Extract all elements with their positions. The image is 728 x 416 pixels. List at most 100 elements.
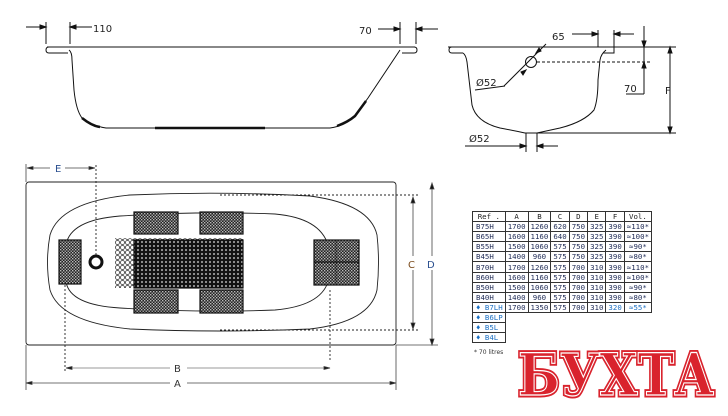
cell-vol: ≈80* <box>623 291 653 303</box>
cell-a: 1600 <box>504 231 529 243</box>
cell-ref: B50H <box>472 281 506 293</box>
cell-c: 575 <box>550 271 570 283</box>
ref-label: B5L <box>484 323 499 333</box>
dim-label-e: E <box>55 164 61 175</box>
drain-diameter-label: Ø52 <box>469 133 490 145</box>
cell-b: 1160 <box>527 271 552 283</box>
cell-f: 320 <box>605 301 625 313</box>
height-f-label: F <box>665 86 671 97</box>
cell-a: 1700 <box>504 301 529 313</box>
table-row-partial: ♦ B4L <box>472 332 652 344</box>
col-header-b: B <box>527 210 552 223</box>
dim-label-a: A <box>174 379 181 390</box>
cell-d: 700 <box>568 281 589 293</box>
left-rim-dim: 110 <box>93 24 112 35</box>
overflow-offset-dim: 65 <box>552 32 565 43</box>
footnote: * 70 litres <box>474 349 504 356</box>
cell-ref: ♦ B7LH <box>472 301 506 313</box>
cell-c: 575 <box>550 261 570 273</box>
dim-label-d: D <box>427 260 435 271</box>
water-drop-icon: ♦ <box>476 302 481 312</box>
overflow-diameter-label: Ø52 <box>476 77 497 89</box>
ref-label: B7LH <box>484 302 503 312</box>
water-drop-icon: ♦ <box>476 323 481 333</box>
cell-vol: ≈90* <box>623 241 653 253</box>
buhta-logo: БУХТА БУХТА <box>516 339 716 406</box>
side-view <box>26 22 438 130</box>
cell-ref: B45H <box>472 251 506 263</box>
cell-vol: ≈100* <box>623 231 653 243</box>
cell-b: 1060 <box>527 281 552 293</box>
cell-a: 1500 <box>504 241 529 253</box>
cell-b: 960 <box>527 251 552 263</box>
cell-a: 1500 <box>504 281 529 293</box>
cell-f: 390 <box>605 221 625 233</box>
cell-e: 325 <box>587 241 607 253</box>
cell-e: 325 <box>587 231 607 243</box>
dim-label-c: C <box>408 260 415 271</box>
cell-e: 310 <box>587 261 607 273</box>
overflow-height-dim: 70 <box>624 84 637 95</box>
cell-ref: ♦ B4L <box>472 332 506 344</box>
cell-e: 310 <box>587 281 607 293</box>
cell-a: 1400 <box>504 251 529 263</box>
cell-vol: ≈80* <box>623 251 653 263</box>
cell-c: 640 <box>550 231 570 243</box>
col-header-c: C <box>550 210 570 223</box>
cell-f: 390 <box>605 241 625 253</box>
cell-ref: B75H <box>472 221 506 233</box>
cell-d: 700 <box>568 261 589 273</box>
cell-b: 1260 <box>527 261 552 273</box>
cell-f: 390 <box>605 281 625 293</box>
cell-b: 1060 <box>527 241 552 253</box>
cell-f: 390 <box>605 271 625 283</box>
col-header-a: A <box>504 210 529 223</box>
water-drop-icon: ♦ <box>476 333 481 343</box>
cell-a: 1600 <box>504 271 529 283</box>
col-header-d: D <box>568 210 589 223</box>
cell-vol: ≈100* <box>623 271 653 283</box>
cell-ref: B65H <box>472 231 506 243</box>
cell-vol: ≈55* <box>623 301 653 313</box>
col-header-ref: Ref . <box>472 210 506 223</box>
cell-f: 390 <box>605 291 625 303</box>
cell-d: 750 <box>568 251 589 263</box>
cell-ref: ♦ B6LP <box>472 311 506 324</box>
cell-d: 750 <box>568 241 589 253</box>
top-view-dimensions <box>25 164 438 390</box>
cell-c: 620 <box>550 221 570 233</box>
logo-text: БУХТА <box>518 341 714 405</box>
cell-f: 390 <box>605 261 625 273</box>
cell-a: 1700 <box>504 261 529 273</box>
top-view <box>25 165 420 372</box>
ref-label: B6LP <box>484 312 503 322</box>
cell-a: 1700 <box>504 221 529 233</box>
col-header-e: E <box>587 210 607 223</box>
cell-d: 700 <box>568 271 589 283</box>
cell-c: 575 <box>550 241 570 253</box>
end-view <box>448 26 676 152</box>
cell-vol: ≈90* <box>623 281 653 293</box>
cell-b: 1350 <box>527 301 552 313</box>
right-rim-dim: 70 <box>359 26 372 37</box>
cell-c: 575 <box>550 301 570 313</box>
logo-text-outline: БУХТА <box>518 341 714 405</box>
cell-f: 390 <box>605 251 625 263</box>
cell-e: 325 <box>587 221 607 233</box>
cell-c: 575 <box>550 281 570 293</box>
dim-label-b: B <box>174 364 181 375</box>
col-header-f: F <box>605 210 625 223</box>
table-row-partial: ♦ B6LP <box>472 311 652 324</box>
cell-e: 325 <box>587 251 607 263</box>
cell-e: 310 <box>587 271 607 283</box>
cell-c: 575 <box>550 251 570 263</box>
